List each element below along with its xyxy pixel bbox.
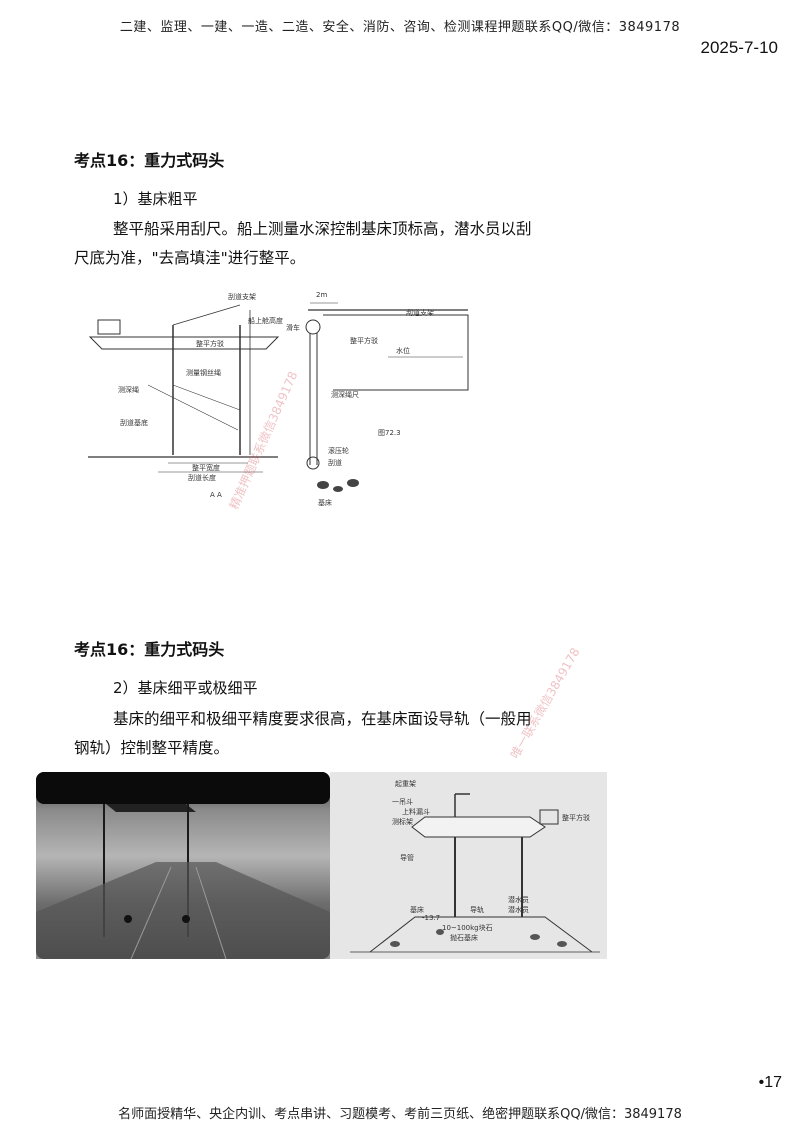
leveling-ship-diagram: 刮道支架 船上舱高度 整平方驳 测量钢丝绳 测深绳 刮道基底 整平宽度 刮道长度… — [88, 291, 469, 507]
label-hopper: 上料漏斗 — [402, 807, 430, 816]
label-hoist: 起重架 — [395, 780, 416, 788]
label-bed: 基床 — [410, 905, 424, 914]
label-scraper-bottom: 刮道基底 — [120, 418, 148, 427]
underwater-rendering — [36, 772, 330, 959]
label-sounding: 测深绳尺 — [331, 390, 359, 399]
section1-subheading: 1）基床粗平 — [113, 190, 198, 208]
label-crew: 潜水员 — [508, 905, 529, 914]
label-water-level: 水位 — [396, 346, 410, 355]
label-scraper-width: 整平宽度 — [192, 463, 220, 472]
label-elevation: -13.7 — [422, 914, 440, 922]
label-diver: 潜水员 — [508, 895, 529, 904]
section2-title: 考点16：重力式码头 — [74, 640, 225, 659]
label-platform: 整平方驳 — [562, 813, 590, 822]
label-rail: 导轨 — [470, 905, 484, 914]
label-lift: 一吊斗 — [392, 798, 413, 806]
label-platform: 整平方驳 — [196, 339, 224, 348]
label-rope: 测量钢丝绳 — [186, 368, 221, 377]
label-scraper: 刮道 — [328, 458, 342, 467]
section1-paragraph: 整平船采用刮尺。船上测量水深控制基床顶标高，潜水员以刮尺底为准，"去高填洼"进行… — [74, 220, 532, 267]
label-ship-height: 船上舱高度 — [248, 316, 283, 325]
page-number: •17 — [758, 1074, 782, 1091]
label-stones: 基床 — [318, 498, 332, 507]
label-measure: 测标架 — [392, 817, 413, 826]
header-date: 2025-7-10 — [700, 38, 778, 57]
label-pulley: 滑车 — [286, 323, 300, 332]
label-guide-rod: 导管 — [400, 853, 414, 862]
label-winch: 测深绳 — [118, 385, 139, 394]
section1-title: 考点16：重力式码头 — [74, 151, 225, 170]
label-fig-no: 图72.3 — [378, 429, 401, 437]
section2-paragraph: 基床的细平和极细平精度要求很高，在基床面设导轨（一般用钢轨）控制整平精度。 — [74, 710, 532, 757]
label-section: A A — [210, 491, 222, 499]
label-scraper-rack: 刮道支架 — [406, 308, 434, 317]
label-top-dim: 2m — [316, 291, 327, 299]
footer-banner: 名师面授精华、央企内训、考点串讲、习题模考、考前三页纸、绝密押题联系QQ/微信：… — [118, 1107, 682, 1122]
fine-leveling-diagram: 起重架 上料漏斗 一吊斗 测标架 整平方驳 导管 潜水员 基床 -13.7 导轨… — [330, 772, 607, 959]
label-stone-size: 10~100kg块石 — [442, 923, 493, 932]
label-roller: 滚压轮 — [328, 446, 349, 455]
label-platform-right: 整平方驳 — [350, 336, 378, 345]
label-bed2: 抛石基床 — [450, 933, 478, 942]
section2-subheading: 2）基床细平或极细平 — [113, 679, 258, 697]
header-banner: 二建、监理、一建、一造、二造、安全、消防、咨询、检测课程押题联系QQ/微信：38… — [119, 20, 681, 35]
label-scraper-support: 刮道支架 — [228, 292, 256, 301]
label-scraper-length: 刮道长度 — [188, 473, 216, 482]
watermark-2: 唯一联系微信3849178 — [507, 645, 583, 761]
